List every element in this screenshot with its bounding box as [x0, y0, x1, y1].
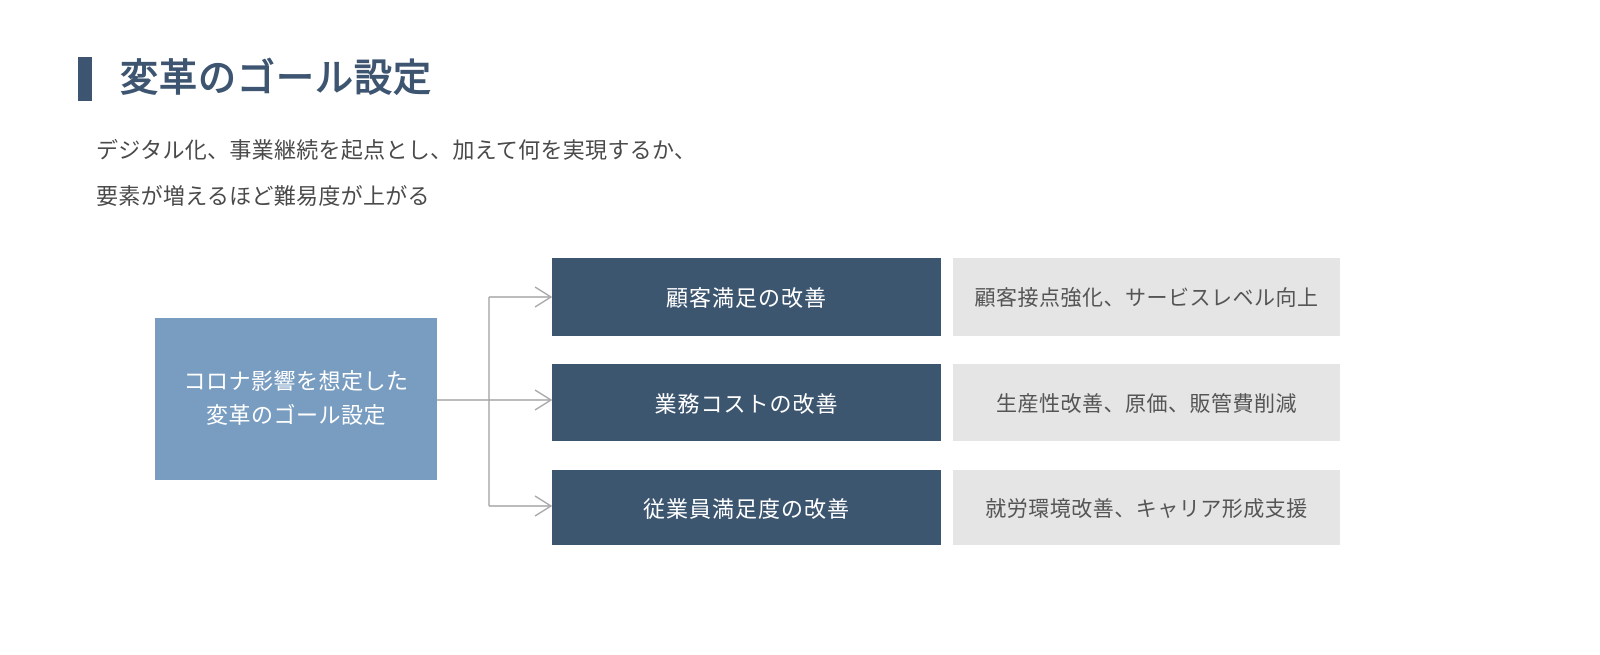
detail-box-1[interactable]: 顧客接点強化、サービスレベル向上 [953, 258, 1340, 336]
title-accent-bar [78, 57, 92, 101]
arrowhead-row-3 [534, 495, 553, 517]
page-title: 変革のゴール設定 [78, 52, 432, 106]
goal-box-1[interactable]: 顧客満足の改善 [552, 258, 941, 336]
source-box-line-1: コロナ影響を想定した [183, 369, 409, 394]
source-box[interactable]: コロナ影響を想定した 変革のゴール設定 [155, 318, 437, 480]
subtitle-line-2: 要素が増えるほど難易度が上がる [96, 184, 430, 209]
goal-box-2[interactable]: 業務コストの改善 [552, 364, 941, 441]
detail-box-1-label: 顧客接点強化、サービスレベル向上 [974, 287, 1319, 310]
arrowhead-row-2 [534, 389, 553, 411]
detail-box-3-label: 就労環境改善、キャリア形成支援 [985, 497, 1308, 521]
goal-box-1-label: 顧客満足の改善 [665, 286, 827, 311]
subtitle-block: デジタル化、事業継続を起点とし、加えて何を実現するか、 要素が増えるほど難易度が… [96, 128, 696, 220]
source-box-line-2: 変革のゴール設定 [205, 403, 386, 428]
detail-box-2[interactable]: 生産性改善、原価、販管費削減 [953, 364, 1340, 441]
goal-box-3[interactable]: 従業員満足度の改善 [552, 470, 941, 545]
connector-lines [437, 286, 553, 517]
detail-box-2-label: 生産性改善、原価、販管費削減 [996, 392, 1297, 416]
title-text: 変革のゴール設定 [120, 58, 433, 100]
detail-box-3[interactable]: 就労環境改善、キャリア形成支援 [953, 470, 1340, 545]
goal-box-3-label: 従業員満足度の改善 [642, 496, 850, 522]
goal-box-2-label: 業務コストの改善 [654, 391, 839, 417]
arrowhead-row-1 [534, 286, 553, 308]
subtitle-line-1: デジタル化、事業継続を起点とし、加えて何を実現するか、 [96, 138, 697, 163]
